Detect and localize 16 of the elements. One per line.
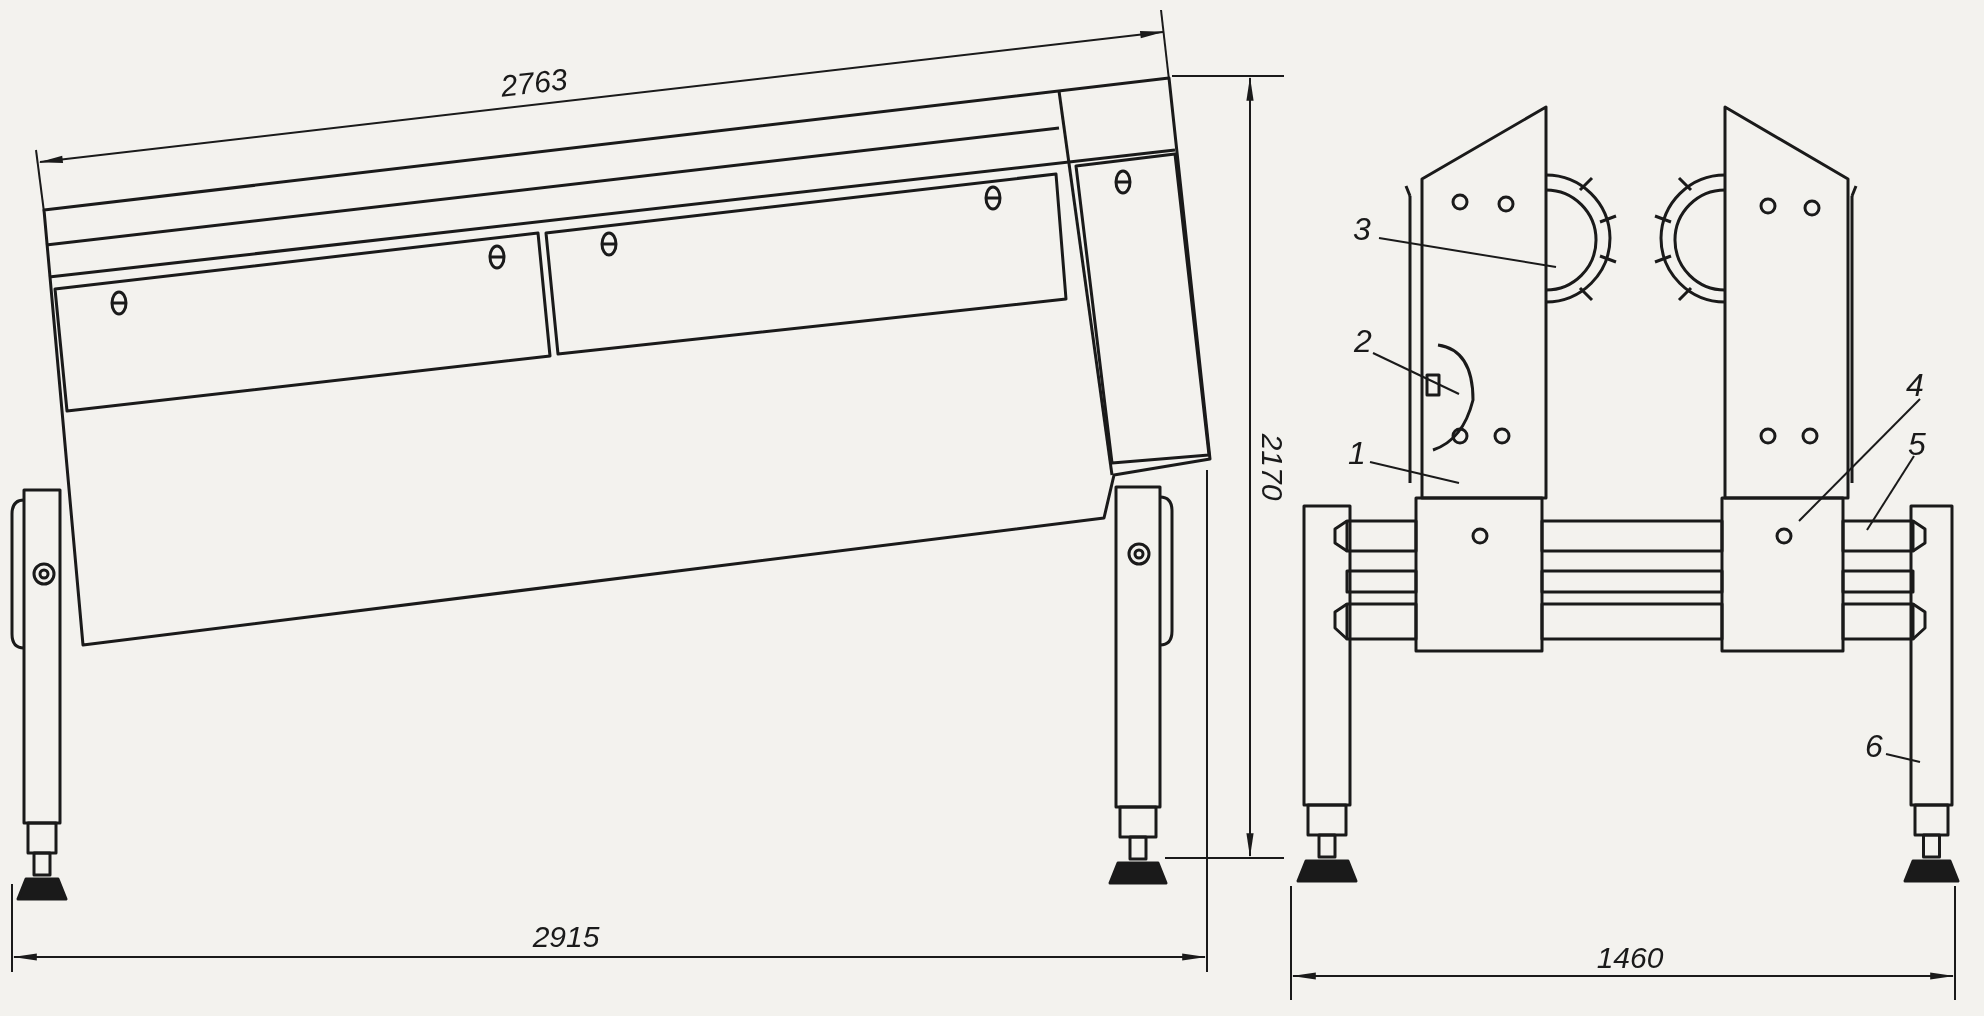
leader-line xyxy=(1885,753,1921,763)
callout-number: 5 xyxy=(1908,428,1926,460)
dimension-label: 2915 xyxy=(532,922,600,952)
leader-line xyxy=(1369,461,1460,484)
callout-number: 4 xyxy=(1906,369,1924,401)
leader-line xyxy=(1372,352,1460,395)
dimension-label: 2763 xyxy=(499,64,569,102)
callout-number: 6 xyxy=(1865,730,1883,762)
dimension-label: 1460 xyxy=(1596,943,1664,973)
callout-number: 1 xyxy=(1348,437,1366,469)
leader-line xyxy=(1866,455,1915,531)
leader-line xyxy=(1798,398,1921,522)
leader-line xyxy=(1378,237,1557,268)
callout-number: 3 xyxy=(1353,213,1371,245)
callout-number: 2 xyxy=(1354,325,1372,357)
dimension-label: 2170 xyxy=(1257,433,1287,501)
